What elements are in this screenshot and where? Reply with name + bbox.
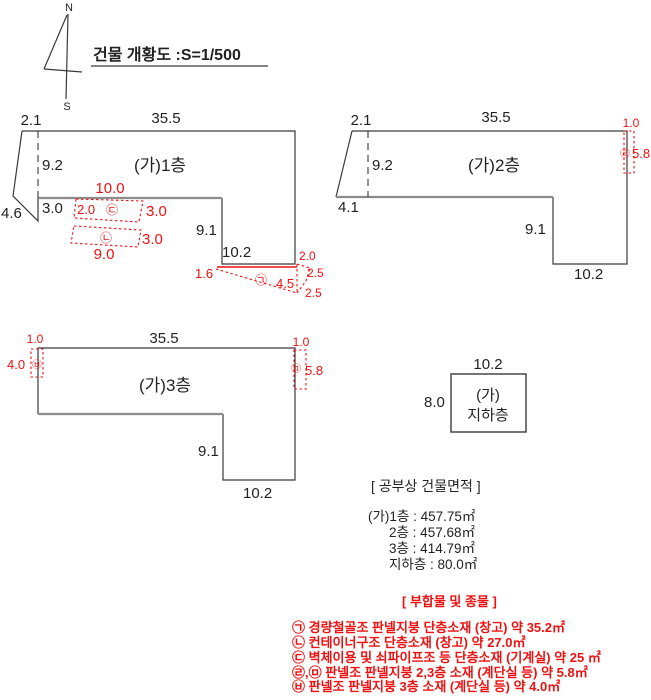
- floor3-annex-f: 1.0 4.0 ㉥: [7, 332, 44, 378]
- annex-a-dim-left: 1.6: [195, 266, 213, 281]
- annex-c-dim-left: 2.0: [77, 202, 95, 217]
- annex-d-label: ㉣: [620, 148, 630, 160]
- floor1-left-tail: [12, 130, 39, 223]
- floor2-dim-top-left: 2.1: [351, 112, 372, 129]
- floor2-annex-d: 1.0 ㉣ 5.8: [620, 116, 650, 174]
- annex-c-label: ㉢: [106, 203, 118, 217]
- annex-a-dim-height: 4.5: [276, 276, 294, 291]
- floor1-label: (가)1층: [134, 156, 186, 175]
- basement-label-line1: (가): [476, 387, 500, 404]
- registered-area-title: [ 공부상 건물면적 ]: [371, 478, 481, 494]
- basement-dim-top: 10.2: [473, 356, 502, 373]
- appurtenance-item-de: ㉣,㉤ 판넬조 판넬지붕 2,3층 소재 (계단실 등) 약 5.8㎡: [292, 665, 588, 680]
- floor1-dim-top: 35.5: [151, 110, 180, 127]
- floor1-dim-left-lower: 3.0: [42, 200, 63, 217]
- appurtenance-item-a: ㉠ 경량철골조 판넬지붕 단층소재 (창고) 약 35.2㎡: [292, 620, 565, 635]
- basement-dim-left: 8.0: [424, 394, 445, 411]
- registered-area-line-2f: 2층 : 457.68㎡: [389, 525, 475, 540]
- north-arrow-icon: N S: [43, 2, 83, 113]
- registered-area-line-1f: (가)1층 : 457.75㎡: [368, 509, 476, 524]
- floor1-dim-slant: 4.6: [1, 205, 22, 222]
- annex-a-dim-ext: 2.0: [299, 249, 316, 263]
- floor2-plan: 2.1 35.5 9.2 4.1 (가)2층 9.1 10.2 1.0 ㉣ 5.…: [335, 109, 650, 283]
- floor1-annex-a: 1.6 ㉠ 4.5 2.0 2.5 2.5: [195, 249, 324, 300]
- appurtenance-item-c: ㉢ 벽체이용 및 쇠파이프조 등 단층소재 (기계실) 약 25 ㎡: [292, 650, 601, 665]
- annex-b-box: [70, 225, 142, 248]
- floor1-outline: [22, 130, 296, 265]
- annex-a-ext-line: [296, 263, 311, 294]
- floor1-dim-bottom: 10.2: [222, 244, 251, 261]
- floor2-outline: [352, 130, 628, 265]
- basement-outline: [450, 373, 527, 433]
- registered-area-line-basement: 지하층 : 80.0㎡: [389, 557, 478, 572]
- annex-d-dim-width: 1.0: [623, 116, 640, 130]
- floor2-dim-bottom: 10.2: [574, 266, 603, 283]
- annex-e-label: ㉤: [291, 363, 301, 375]
- annex-a-dim-right-lower: 2.5: [305, 286, 322, 300]
- basement-label-line2: 지하층: [467, 407, 508, 424]
- compass-north-label: N: [65, 2, 73, 14]
- annex-d-box: [623, 130, 635, 174]
- floor1-annex-b: ㉡ 3.0 9.0: [70, 225, 163, 263]
- appurtenance-item-f: ㉥ 판넬조 판넬지붕 3층 소재 (계단실 등) 약 4.0㎡: [292, 679, 560, 694]
- annex-a-bottom-slant: [215, 268, 298, 294]
- floor2-dim-left: 9.2: [372, 157, 393, 174]
- floor2-label: (가)2층: [468, 156, 520, 175]
- annex-c-dim-right: 3.0: [146, 203, 167, 220]
- annex-f-dim-width: 1.0: [27, 332, 44, 346]
- floor3-label: (가)3층: [139, 376, 191, 395]
- annex-a-dim-right-upper: 2.5: [307, 266, 324, 280]
- basement-plan: 10.2 8.0 (가) 지하층: [424, 356, 527, 433]
- registered-area-block: [ 공부상 건물면적 ] (가)1층 : 457.75㎡ 2층 : 457.68…: [368, 478, 481, 572]
- annex-d-dim-height: 5.8: [632, 146, 650, 161]
- compass-south-label: S: [63, 101, 70, 113]
- floor1-dim-step: 9.1: [196, 222, 217, 239]
- floor1-plan: 2.1 35.5 9.2 4.6 3.0 (가)1층 9.1 10.2 10.0…: [1, 110, 324, 300]
- floor3-dim-bottom: 10.2: [243, 485, 272, 502]
- annex-e-dim-width: 1.0: [293, 335, 310, 349]
- floor1-dim-left: 9.2: [42, 157, 63, 174]
- floor3-annex-e: 1.0 ㉤ 5.8: [291, 335, 323, 390]
- annex-e-dim-height: 5.8: [305, 363, 323, 378]
- floor1-dim-top-left: 2.1: [21, 112, 42, 129]
- floor3-dim-top: 35.5: [149, 330, 178, 347]
- floor2-dim-slant: 4.1: [338, 199, 359, 216]
- annex-f-box: [30, 348, 44, 378]
- floor3-dim-step: 9.1: [198, 443, 219, 460]
- annex-b-dim-bottom: 9.0: [94, 246, 115, 263]
- compass-diagonal-line: [43, 14, 68, 70]
- compass-axis-line: [65, 13, 69, 100]
- annex-b-dim-right: 3.0: [142, 231, 163, 248]
- floor2-left-slant: [335, 130, 353, 198]
- floor3-plan: 35.5 (가)3층 9.1 10.2 1.0 4.0 ㉥ 1.0 ㉤ 5.8: [7, 330, 323, 502]
- annex-f-dim-height: 4.0: [7, 357, 25, 372]
- floor2-dim-top: 35.5: [481, 109, 510, 126]
- annex-a-label: ㉠: [255, 273, 267, 287]
- appurtenance-title: [ 부합물 및 종물 ]: [402, 594, 497, 609]
- appurtenance-block: [ 부합물 및 종물 ] ㉠ 경량철골조 판넬지붕 단층소재 (창고) 약 35…: [292, 594, 601, 694]
- annex-f-label: ㉥: [32, 359, 42, 371]
- annex-c-dim-top: 10.0: [95, 180, 124, 197]
- floor3-outline: [37, 347, 296, 481]
- page-title: 건물 개황도 :S=1/500: [93, 45, 241, 64]
- floor1-annex-c: 10.0 2.0 ㉢ 3.0: [73, 180, 167, 223]
- compass-base-line: [43, 68, 83, 73]
- floor2-dim-step: 9.1: [525, 221, 546, 238]
- annex-e-box: [293, 349, 307, 390]
- appurtenance-item-b: ㉡ 컨테이너구조 단층소재 (창고) 약 27.0㎡: [292, 635, 526, 650]
- annex-b-label: ㉡: [100, 231, 112, 245]
- registered-area-line-3f: 3층 : 414.79㎡: [389, 541, 475, 556]
